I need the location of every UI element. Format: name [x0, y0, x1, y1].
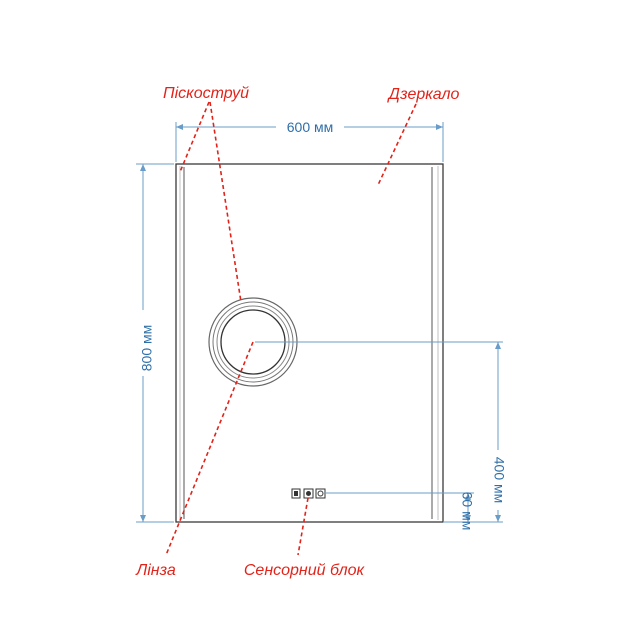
width-label: 600 мм [287, 119, 334, 135]
sensor-offset-dimension [326, 492, 474, 522]
width-dimension [175, 122, 444, 162]
lens-leader [165, 341, 254, 556]
sandblast-leader-lens [209, 101, 242, 303]
lens-offset-dimension [255, 341, 503, 523]
sensor-leader [297, 497, 309, 556]
sandblast-leader-left [179, 101, 210, 173]
sensor-button-icon [315, 488, 326, 499]
lens-label: Лінза [135, 562, 176, 579]
mirror-leader [377, 103, 417, 186]
sandblast-label: Піскоструй [163, 85, 249, 102]
height-label: 800 мм [139, 325, 155, 372]
lens-offset-label: 400 мм [491, 457, 507, 504]
sensor-offset-label: 60 мм [459, 492, 475, 531]
mirror-label: Дзеркало [387, 86, 460, 103]
mirror-frame [175, 163, 444, 523]
height-dimension [136, 163, 174, 523]
sensor-label: Сенсорний блок [244, 562, 366, 579]
sensor-block [291, 488, 326, 499]
